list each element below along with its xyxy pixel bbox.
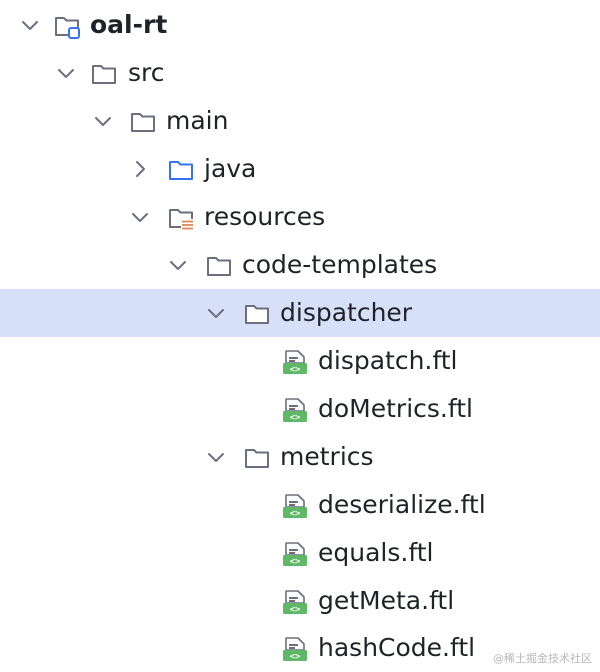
svg-text:<>: <> bbox=[290, 509, 301, 519]
ftl-file-icon: <> bbox=[283, 398, 307, 423]
tree-row-main[interactable]: main bbox=[0, 97, 600, 145]
watermark: @稀土掘金技术社区 bbox=[493, 652, 592, 665]
chevron-down-icon[interactable] bbox=[54, 61, 78, 85]
chevron-right-icon[interactable] bbox=[128, 157, 152, 181]
ftl-file-icon: <> bbox=[283, 494, 307, 519]
tree-label: metrics bbox=[280, 442, 374, 471]
source-folder-icon bbox=[169, 161, 193, 180]
tree-label: main bbox=[166, 106, 229, 135]
folder-icon bbox=[245, 449, 269, 468]
tree-label: deserialize.ftl bbox=[318, 490, 486, 519]
folder-icon bbox=[245, 305, 269, 324]
folder-icon bbox=[131, 113, 155, 132]
ftl-file-icon: <> bbox=[283, 350, 307, 375]
tree-label: src bbox=[128, 58, 165, 87]
resources-folder-icon bbox=[169, 209, 193, 231]
folder-icon bbox=[207, 257, 231, 276]
ftl-file-icon: <> bbox=[283, 542, 307, 567]
svg-text:<>: <> bbox=[290, 365, 301, 375]
tree-label: resources bbox=[204, 202, 326, 231]
svg-text:<>: <> bbox=[290, 605, 301, 615]
tree-label: dispatcher bbox=[280, 298, 413, 327]
tree-row-dispatch-ftl[interactable]: <> dispatch.ftl bbox=[0, 337, 600, 385]
tree-row-src[interactable]: src bbox=[0, 49, 600, 97]
tree-label: hashCode.ftl bbox=[318, 633, 476, 662]
tree-row-hashcode-ftl[interactable]: <> hashCode.ftl bbox=[0, 624, 600, 672]
module-folder-icon bbox=[55, 17, 80, 39]
tree-row-metrics[interactable]: metrics bbox=[0, 433, 600, 481]
ftl-file-icon: <> bbox=[283, 637, 307, 662]
svg-text:<>: <> bbox=[290, 557, 301, 567]
ftl-file-icon: <> bbox=[283, 590, 307, 615]
chevron-down-icon[interactable] bbox=[18, 13, 42, 37]
tree-label: doMetrics.ftl bbox=[318, 394, 473, 423]
tree-label: equals.ftl bbox=[318, 538, 434, 567]
tree-row-java[interactable]: java bbox=[0, 145, 600, 193]
tree-label: getMeta.ftl bbox=[318, 586, 455, 615]
svg-text:<>: <> bbox=[290, 413, 301, 423]
folder-icon bbox=[92, 65, 116, 84]
tree-row-code-templates[interactable]: code-templates bbox=[0, 241, 600, 289]
chevron-down-icon[interactable] bbox=[166, 253, 190, 277]
chevron-down-icon[interactable] bbox=[204, 301, 228, 325]
tree-row-dispatcher[interactable]: dispatcher bbox=[0, 289, 600, 337]
tree-label: oal-rt bbox=[90, 10, 168, 39]
tree-row-deserialize-ftl[interactable]: <> deserialize.ftl bbox=[0, 481, 600, 529]
tree-label: java bbox=[204, 154, 257, 183]
chevron-down-icon[interactable] bbox=[91, 109, 115, 133]
tree-row-dometrics-ftl[interactable]: <> doMetrics.ftl bbox=[0, 385, 600, 433]
tree-row-oal-rt[interactable]: oal-rt bbox=[0, 1, 600, 49]
tree-label: dispatch.ftl bbox=[318, 346, 458, 375]
tree-row-resources[interactable]: resources bbox=[0, 193, 600, 241]
chevron-down-icon[interactable] bbox=[204, 445, 228, 469]
tree-row-equals-ftl[interactable]: <> equals.ftl bbox=[0, 529, 600, 577]
svg-text:<>: <> bbox=[290, 652, 301, 662]
tree-row-getmeta-ftl[interactable]: <> getMeta.ftl bbox=[0, 577, 600, 625]
chevron-down-icon[interactable] bbox=[128, 205, 152, 229]
tree-label: code-templates bbox=[242, 250, 438, 279]
